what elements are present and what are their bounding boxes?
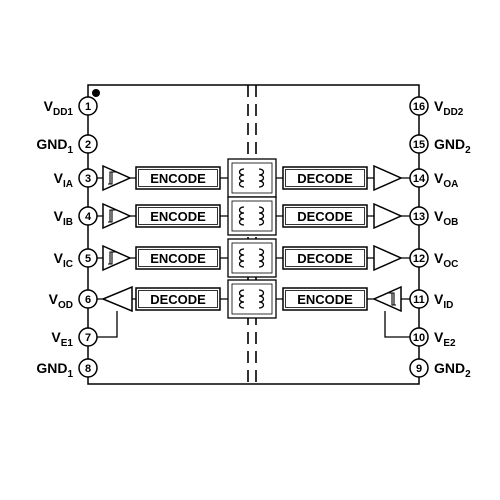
channel-4-encode-box: [282, 287, 368, 311]
channel-2-encode-box: [135, 204, 221, 228]
pin-12: 12 VOC: [409, 248, 458, 270]
pin-11-label: VID: [434, 291, 453, 311]
pin-9-label: GND2: [434, 360, 471, 380]
pin-13-number: 13: [413, 211, 425, 223]
pin-9: 9 GND2: [409, 358, 471, 380]
pin-4-number: 4: [85, 211, 92, 223]
channel-4: DECODE ENCODE: [97, 279, 410, 319]
pin-15-label: GND2: [434, 136, 471, 156]
channel-3-input-buffer: [102, 244, 132, 272]
channel-1-encode-label: ENCODE: [150, 171, 206, 186]
channel-3-encode-label: ENCODE: [150, 251, 206, 266]
channel-2-decode-label: DECODE: [297, 209, 353, 224]
package-outline: [87, 84, 420, 385]
pin-1: 1 VDD1: [44, 96, 98, 118]
pin-14: 14 VOA: [409, 168, 458, 190]
channel-2-output-buffer: [373, 202, 403, 230]
channel-1: ENCODE DECODE: [97, 158, 410, 198]
pin-16-number: 16: [413, 101, 425, 113]
channel-4-encode-label: ENCODE: [297, 292, 353, 307]
pin-3-label: VIA: [54, 170, 73, 190]
pin-11: 11 VID: [409, 289, 453, 311]
channel-4-input-buffer: [372, 285, 402, 313]
pin-1-circle: [78, 96, 98, 116]
pin-1-label: VDD1: [44, 98, 74, 118]
pin-6-label: VOD: [49, 291, 73, 311]
channel-1-decode-label: DECODE: [297, 171, 353, 186]
pin-5-label: VIC: [54, 250, 73, 270]
pin-14-label: VOA: [434, 170, 458, 190]
pin-4-label: VIB: [54, 208, 73, 228]
pin-8-number: 8: [85, 363, 91, 375]
channel-3: ENCODE DECODE: [97, 238, 410, 278]
channel-3-encode-box: [135, 246, 221, 270]
pin-4: 4 VIB: [54, 206, 98, 228]
pin-12-label: VOC: [434, 250, 458, 270]
channel-4-output-buffer: [101, 285, 133, 313]
pin-9-circle: [409, 358, 429, 378]
channel-2-input-buffer: [102, 202, 132, 230]
pin-2: 2 GND1: [36, 134, 98, 156]
pin-13-label: VOB: [434, 208, 458, 228]
pin-3-number: 3: [85, 173, 91, 185]
pin-5: 5 VIC: [54, 248, 98, 270]
pin-10-label: VE2: [434, 329, 456, 349]
pin-13: 13 VOB: [409, 206, 458, 228]
pin-2-circle: [78, 134, 98, 154]
pin-5-number: 5: [85, 253, 91, 265]
pin-11-number: 11: [413, 294, 425, 306]
channel-1-decode-box: [282, 166, 368, 190]
channel-3-decode-label: DECODE: [297, 251, 353, 266]
channel-4-decode-box: [135, 287, 221, 311]
pin-7: 7 VE1: [51, 327, 98, 349]
pin-10: 10 VE2: [409, 327, 456, 349]
channel-2: ENCODE DECODE: [97, 196, 410, 236]
channel-2-encode-label: ENCODE: [150, 209, 206, 224]
pin-6-number: 6: [85, 294, 91, 306]
pin1-marker-dot: [92, 89, 100, 97]
pin-16-label: VDD2: [434, 98, 464, 118]
channel-1-input-buffer: [102, 164, 132, 192]
channel-2-decode-box: [282, 204, 368, 228]
pin-9-number: 9: [416, 363, 422, 375]
pin-15-number: 15: [413, 139, 425, 151]
channel-4-transformer: [227, 279, 277, 319]
channel-3-output-buffer: [373, 244, 403, 272]
channel-4-decode-label: DECODE: [150, 292, 206, 307]
pin-14-number: 14: [413, 173, 426, 185]
pin-8: 8 GND1: [36, 358, 98, 380]
enable-line-ve1: [97, 311, 118, 338]
pin-12-number: 12: [413, 253, 425, 265]
enable-line-ve2: [384, 311, 410, 338]
pin-7-number: 7: [85, 332, 91, 344]
pin-7-label: VE1: [51, 329, 73, 349]
channel-1-output-buffer: [373, 164, 403, 192]
pin-16-circle: [409, 96, 429, 116]
isolation-barrier: [247, 85, 257, 384]
pin-6: 6 VOD: [49, 289, 98, 311]
pin-8-label: GND1: [36, 360, 73, 380]
pin-10-number: 10: [413, 332, 425, 344]
pin-3: 3 VIA: [54, 168, 98, 190]
channel-1-encode-box: [135, 166, 221, 190]
channel-3-decode-box: [282, 246, 368, 270]
pin-2-label: GND1: [36, 136, 73, 156]
channel-1-transformer: [227, 158, 277, 198]
pin-1-number: 1: [85, 101, 91, 113]
channel-2-transformer: [227, 196, 277, 236]
pin-15: 15 GND2: [409, 134, 471, 156]
pin-16: 16 VDD2: [409, 96, 464, 118]
pin-2-number: 2: [85, 139, 91, 151]
pin-8-circle: [78, 358, 98, 378]
pin-15-circle: [409, 134, 429, 154]
channel-3-transformer: [227, 238, 277, 278]
